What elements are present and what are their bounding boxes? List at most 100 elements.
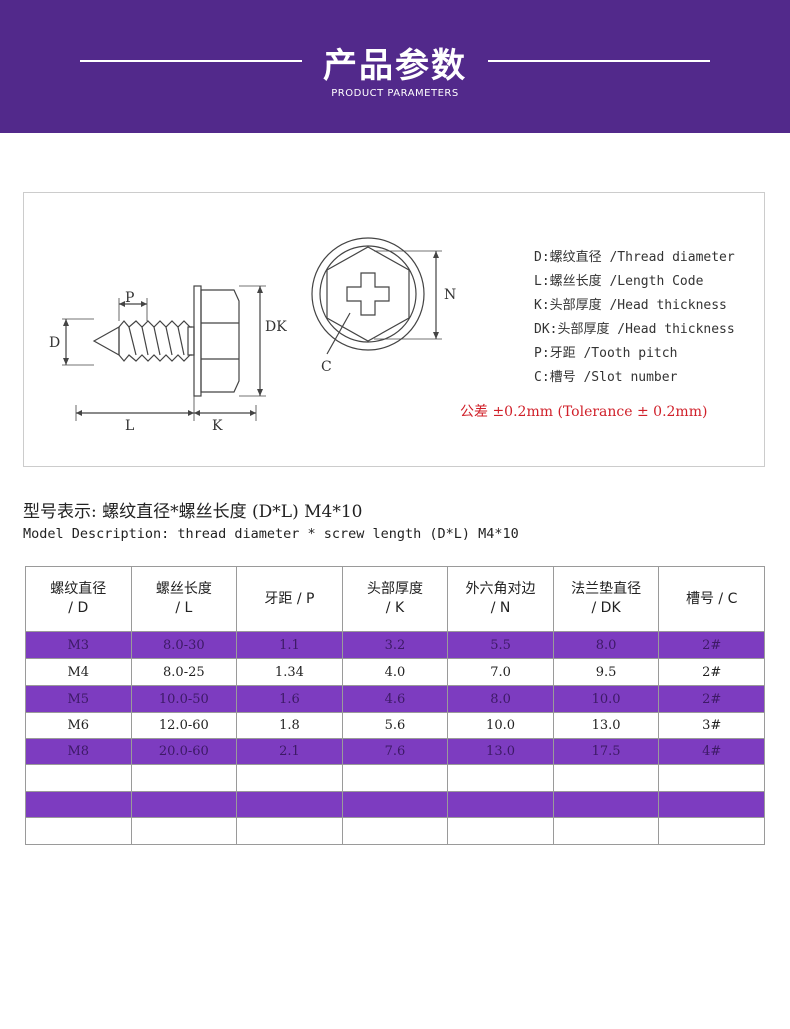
table-cell: 10.0 [552,685,660,713]
table-cell: M8 [25,738,132,765]
dim-label-c: C [321,359,332,375]
table-cell: 3.2 [341,631,449,659]
phillips-slot [346,272,390,316]
table-cell [341,791,449,818]
table-cell [341,817,449,845]
table-cell: 2# [658,631,765,659]
legend-item: D:螺纹直径 /Thread diameter [534,250,735,265]
table-cell: 1.8 [236,712,343,739]
table-cell: 8.0-25 [130,658,238,686]
hex-top-view [326,246,410,342]
table-cell: 1.34 [236,658,343,686]
model-description-cn: 型号表示: 螺纹直径*螺丝长度 (D*L) M4*10 [23,502,363,522]
table-cell [552,764,660,792]
dim-label-l: L [125,418,134,434]
column-header: 螺纹直径/ D [25,566,132,632]
table-cell: 1.6 [236,685,343,713]
screw-thread-outline [92,325,120,357]
table-cell [341,764,449,792]
table-cell: 9.5 [552,658,660,686]
table-cell: M5 [25,685,132,713]
table-cell: 2# [658,685,765,713]
table-cell: 7.0 [447,658,554,686]
dim-label-k: K [212,418,223,434]
legend-item: DK:头部厚度 /Head thickness [534,322,735,337]
table-cell: 2# [658,658,765,686]
table-cell: M4 [25,658,132,686]
table-cell [130,764,238,792]
table-cell: 8.0 [552,631,660,659]
legend-item: L:螺丝长度 /Length Code [534,274,704,289]
table-cell: 5.5 [447,631,554,659]
table-cell [447,791,554,818]
table-cell: 7.6 [341,738,449,765]
tolerance-note: 公差 ±0.2mm (Tolerance ± 0.2mm) [460,404,708,420]
hex-head-side [200,289,240,393]
table-cell [236,791,343,818]
flange-top-view [311,237,425,351]
legend-item: K:头部厚度 /Head thickness [534,298,727,313]
column-header: 法兰垫直径/ DK [552,566,660,632]
table-cell [658,817,765,845]
table-cell [236,817,343,845]
table-cell: 10.0-50 [130,685,238,713]
flange-washer [193,285,202,397]
dim-label-p: P [125,290,134,306]
table-cell [552,791,660,818]
table-cell: M3 [25,631,132,659]
header-divider-right [488,60,710,62]
column-header: 槽号 / C [658,566,765,632]
table-cell: 2.1 [236,738,343,765]
column-header: 外六角对边/ N [447,566,554,632]
table-cell [658,791,765,818]
table-cell: 4.0 [341,658,449,686]
table-cell: M6 [25,712,132,739]
legend-item: C:槽号 /Slot number [534,370,678,385]
screw-diagram: D P DK L K N C [49,237,456,434]
table-cell: 8.0-30 [130,631,238,659]
table-cell [447,764,554,792]
header-divider-left [80,60,302,62]
table-header-row: 螺纹直径/ D 螺丝长度/ L 牙距 / P 头部厚度/ K 外六角对边/ N … [25,566,765,632]
table-cell: 13.0 [552,712,660,739]
column-header: 牙距 / P [236,566,343,632]
table-cell: 10.0 [447,712,554,739]
table-cell: 13.0 [447,738,554,765]
table-cell [130,791,238,818]
legend-item: P:牙距 /Tooth pitch [534,346,678,361]
table-row [25,791,765,818]
table-cell [25,764,132,792]
table-cell: 12.0-60 [130,712,238,739]
table-cell: 4.6 [341,685,449,713]
table-cell [25,791,132,818]
table-cell: 3# [658,712,765,739]
spec-table: 螺纹直径/ D 螺丝长度/ L 牙距 / P 头部厚度/ K 外六角对边/ N … [25,566,765,845]
column-header: 头部厚度/ K [341,566,449,632]
table-cell [658,764,765,792]
table-cell: 1.1 [236,631,343,659]
column-header: 螺丝长度/ L [130,566,238,632]
table-cell: 8.0 [447,685,554,713]
table-cell [447,817,554,845]
table-cell [130,817,238,845]
dim-label-d: D [49,335,60,351]
table-cell [25,817,132,845]
model-description-en: Model Description: thread diameter * scr… [23,526,519,542]
page-title: 产品参数 [323,46,467,86]
dim-label-dk: DK [265,319,287,335]
dim-label-n: N [444,287,456,303]
screw-diagram-panel: D P DK L K N C D:螺纹直径 /Thread diameter L… [23,192,765,467]
table-cell: 20.0-60 [130,738,238,765]
table-cell: 4# [658,738,765,765]
table-cell: 17.5 [552,738,660,765]
table-row [25,764,765,792]
table-row [25,817,765,845]
page-subtitle: PRODUCT PARAMETERS [331,88,459,99]
dimension-legend: D:螺纹直径 /Thread diameter L:螺丝长度 /Length C… [534,248,735,392]
